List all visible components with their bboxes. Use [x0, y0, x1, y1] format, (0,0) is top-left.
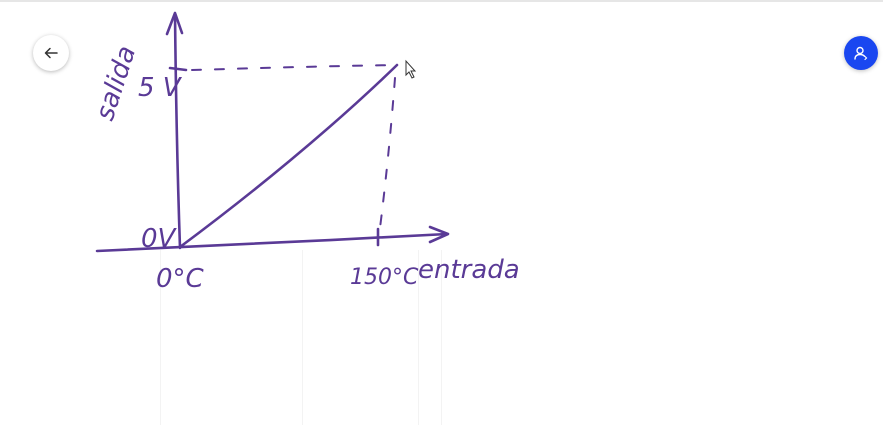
- grid-line: [418, 250, 419, 425]
- x-origin-label: 0°C: [156, 264, 205, 294]
- x-axis: [95, 232, 449, 253]
- grid-line: [302, 250, 303, 425]
- user-button[interactable]: [844, 36, 878, 70]
- y-origin-label: 0V: [141, 224, 178, 254]
- x-axis-label: entrada: [418, 255, 520, 285]
- y-axis-arrowhead: [165, 11, 184, 36]
- y-tick-5v: [168, 66, 188, 72]
- arrow-left-icon: [44, 47, 58, 59]
- grid-line: [160, 250, 161, 425]
- y-axis: [173, 12, 182, 250]
- x-end-label: 150°C: [350, 265, 419, 290]
- y-top-label: 5 V: [138, 73, 183, 103]
- x-axis-arrowhead: [428, 225, 450, 244]
- y-axis-label: salida: [90, 42, 142, 124]
- top-divider: [0, 0, 883, 2]
- mouse-cursor-icon: [405, 59, 417, 79]
- transfer-line: [178, 63, 399, 249]
- back-button[interactable]: [33, 35, 69, 71]
- user-icon: [854, 46, 868, 61]
- dashed-guide-horizontal: [191, 64, 398, 71]
- grid-line: [441, 250, 442, 425]
- dashed-guide-vertical: [379, 77, 396, 229]
